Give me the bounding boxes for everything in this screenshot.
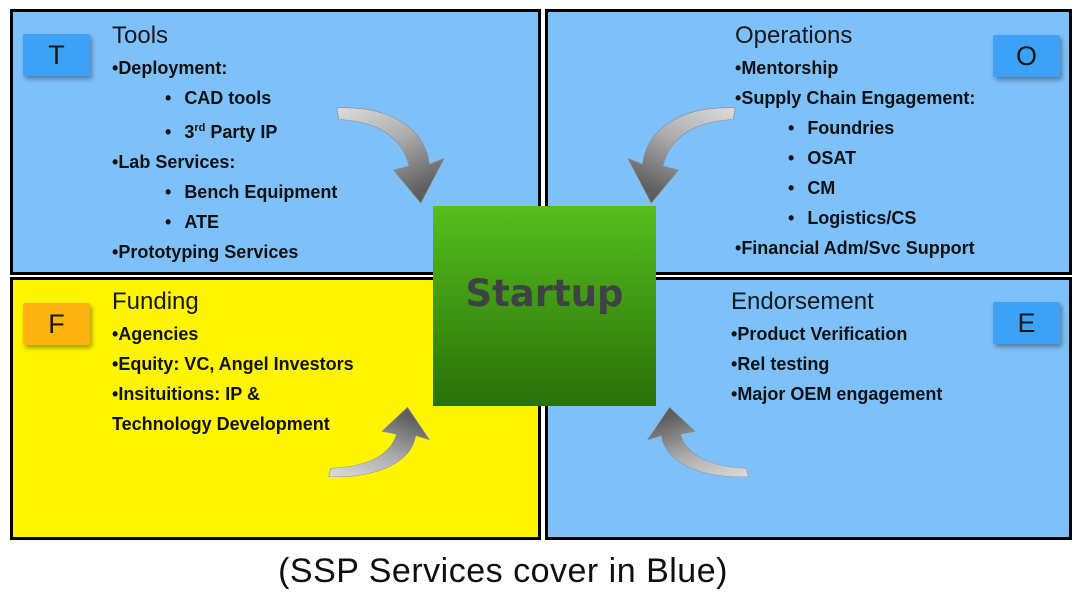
bullet-item: •Mentorship — [735, 58, 839, 78]
bullet-item: •Lab Services: — [112, 152, 236, 172]
bullet-dot-icon: • — [788, 178, 795, 198]
sub-bullet-item: •CAD tools — [165, 88, 272, 108]
quadrant-title-funding: Funding — [112, 288, 199, 315]
badge-operations: O — [993, 35, 1060, 77]
quadrant-tools: T Tools •Deployment: •CAD tools •3rd Party… — [10, 9, 541, 275]
bullet-dot-icon: • — [165, 88, 172, 108]
sub-bullet-item: •Foundries — [788, 118, 895, 138]
quadrant-funding-content: Funding •Agencies •Equity: VC, Angel Inve… — [112, 286, 354, 439]
bullet-item: •Financial Adm/Svc Support — [735, 238, 975, 258]
curved-arrow-endorsement-icon — [646, 406, 749, 477]
quadrant-endorsement-content: Endorsement •Product Verification •Rel te… — [731, 286, 942, 409]
sub-bullet-item: •ATE — [165, 212, 219, 232]
quadrant-title-tools: Tools — [112, 22, 169, 49]
bullet-item: •Supply Chain Engagement: — [735, 88, 976, 108]
quadrant-operations-content: Operations •Mentorship •Supply Chain Enga… — [735, 20, 975, 263]
curved-arrow-operations-icon — [627, 107, 736, 204]
startup-label: Startup — [465, 271, 624, 315]
bullet-item: •Product Verification — [731, 324, 908, 344]
bullet-dot-icon: • — [788, 208, 795, 228]
bullet-item: •Agencies — [112, 324, 199, 344]
badge-funding: F — [23, 303, 90, 345]
quadrant-items-tools: •Deployment: •CAD tools •3rd Party IP •Lab … — [112, 53, 337, 267]
quadrant-items-funding: •Agencies •Equity: VC, Angel Investors •In… — [112, 319, 354, 439]
quadrant-title-endorsement: Endorsement — [731, 288, 874, 315]
bullet-dot-icon: • — [165, 182, 172, 202]
sub-bullet-item: •OSAT — [788, 148, 856, 168]
bullet-dot-icon: • — [165, 212, 172, 232]
bullet-item: •Equity: VC, Angel Investors — [112, 354, 354, 374]
badge-endorsement: E — [993, 302, 1060, 344]
badge-tools: T — [23, 34, 90, 76]
quadrant-items-endorsement: •Product Verification •Rel testing •Major … — [731, 319, 942, 409]
bullet-item: •Deployment: — [112, 58, 228, 78]
caption: (SSP Services cover in Blue) — [278, 552, 728, 590]
bullet-item: •Prototyping Services — [112, 242, 299, 262]
curved-arrow-funding-icon — [328, 406, 431, 477]
bullet-item: •Insituitions: IP & — [112, 384, 260, 404]
quadrant-title-operations: Operations — [735, 22, 853, 49]
bullet-dot-icon: • — [788, 118, 795, 138]
bullet-item: •Rel testing — [731, 354, 830, 374]
curved-arrow-tools-icon — [336, 107, 445, 204]
bullet-item: •Major OEM engagement — [731, 384, 943, 404]
quadrant-tools-content: Tools •Deployment: •CAD tools •3rd Party I… — [112, 20, 337, 267]
quadrant-items-operations: •Mentorship •Supply Chain Engagement: •Fou… — [735, 53, 975, 263]
sub-bullet-item: •CM — [788, 178, 836, 198]
sub-bullet-item: •Bench Equipment — [165, 182, 338, 202]
bullet-continuation: Technology Development — [112, 414, 330, 434]
sub-bullet-item: •3rd Party IP — [165, 122, 278, 142]
sub-bullet-item: •Logistics/CS — [788, 208, 917, 228]
startup-box: Startup — [433, 206, 656, 406]
bullet-dot-icon: • — [165, 122, 172, 142]
bullet-dot-icon: • — [788, 148, 795, 168]
